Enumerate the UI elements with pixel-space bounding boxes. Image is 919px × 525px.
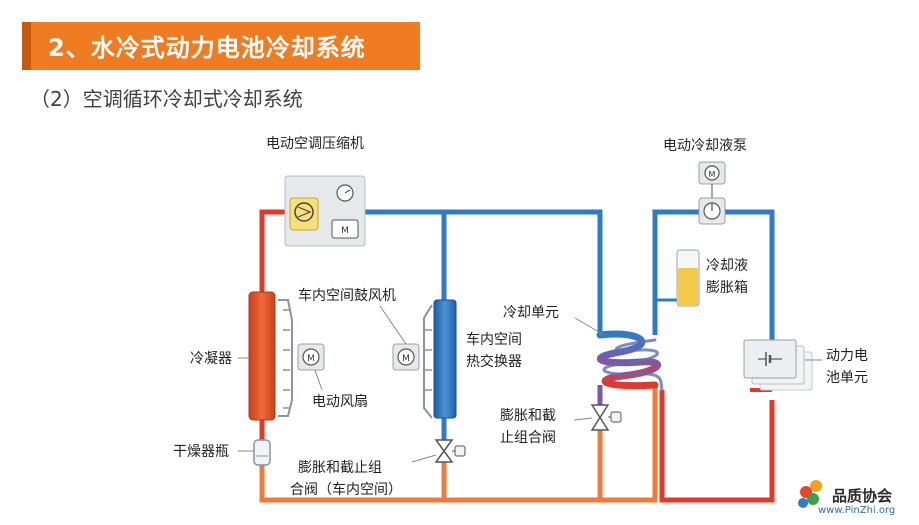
compressor-label: 电动空调压缩机 [266,136,364,152]
battery-label-line2: 池单元 [826,370,868,386]
cabin-blower: M [392,343,420,371]
coolant-tank-label-line2: 膨胀箱 [706,279,748,296]
dryer [253,439,271,466]
chiller-valve-label-line2: 止组合阀 [500,430,556,446]
logo-url: www.PinZhi.org [818,505,896,516]
pump-motor-icon [704,165,720,181]
coolant-pump: M [698,161,726,225]
refrigerant-lines [259,209,658,503]
chiller-valve-label-line1: 膨胀和截 [500,407,556,424]
electric-fan: M [297,343,325,371]
cabin-expansion-valve [434,439,466,463]
chiller-label: 冷却单元 [503,305,559,321]
battery-label-line1: 动力电 [826,348,868,364]
pinzhi-logo-icon [798,480,822,508]
chiller-expansion-valve [590,404,622,431]
cabin-hx-label-line1: 车内空间 [466,331,522,348]
dryer-label: 干燥器瓶 [173,444,229,460]
blower-motor-icon [397,348,415,366]
cabin-heat-exchanger [423,299,457,419]
cabin-valve-label-line2: 合阀（车内空间） [290,481,402,498]
coolant-pump-label: 电动冷却液泵 [663,138,747,154]
condenser-label: 冷凝器 [190,351,232,367]
fan-motor-icon [302,348,320,366]
condenser [248,291,293,421]
svg-text:M: M [341,226,349,236]
chiller-coil [596,330,664,392]
svg-text:M: M [709,170,716,179]
coolant-expansion-tank [676,249,700,307]
cabin-valve-label-line1: 膨胀和截止组 [298,459,382,476]
electric-fan-label: 电动风扇 [312,394,368,410]
header-accent [22,22,31,70]
cabin-hx-label-line2: 热交换器 [466,353,522,370]
compressor: M [284,175,366,247]
svg-text:M: M [307,354,315,364]
logo-name: 品质协会 [832,487,893,505]
battery-unit [743,339,813,391]
header-bar [22,22,420,70]
page-subtitle: （2）空调循环冷却式冷却系统 [30,87,303,111]
coolant-tank-label-line1: 冷却液 [706,258,748,274]
cabin-blower-label: 车内空间鼓风机 [298,287,396,304]
compressor-symbol-icon [294,202,314,222]
page-title: 2、水冷式动力电池冷却系统 [48,34,366,62]
svg-text:M: M [402,354,410,364]
